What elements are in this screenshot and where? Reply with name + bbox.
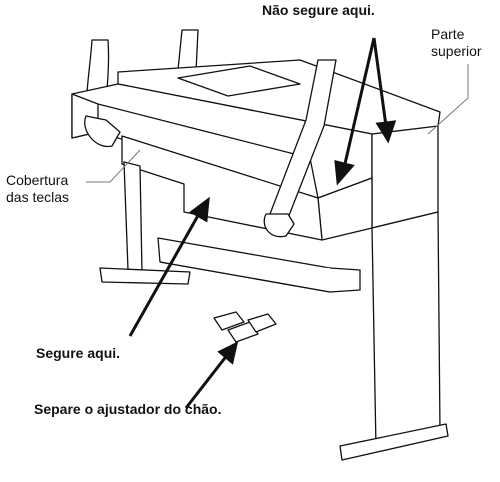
leader-parte-superior [427, 64, 469, 135]
left-hand [84, 115, 121, 148]
pedal-left [213, 311, 245, 331]
label-nao-segure: Não segure aqui. [262, 2, 375, 18]
label-separe: Separe o ajustador do chão. [34, 401, 222, 417]
right-leg [371, 211, 441, 449]
pedal-center [227, 321, 259, 343]
right-cheek [371, 125, 439, 229]
right-foot [339, 423, 449, 461]
label-parte-line2: superior [431, 43, 482, 59]
music-rest [177, 65, 301, 97]
left-foot [99, 267, 191, 285]
label-cobertura-line1: Cobertura [6, 172, 69, 188]
arrow-segure [128, 211, 202, 337]
left-leg [123, 161, 143, 273]
label-cobertura: Cobertura das teclas [6, 172, 69, 206]
leader-cobertura [86, 149, 141, 183]
arrow-separe [184, 353, 230, 409]
arrow-nao-right [372, 37, 388, 127]
label-parte-line1: Parte [431, 26, 465, 42]
label-segure: Segure aqui. [36, 345, 121, 361]
arrow-nao-left [342, 37, 376, 169]
back-arm [177, 29, 199, 73]
pedal-right [247, 313, 277, 333]
label-parte-superior: Parte superior [431, 26, 482, 60]
right-hand [263, 213, 295, 238]
label-cobertura-line2: das teclas [6, 189, 70, 205]
